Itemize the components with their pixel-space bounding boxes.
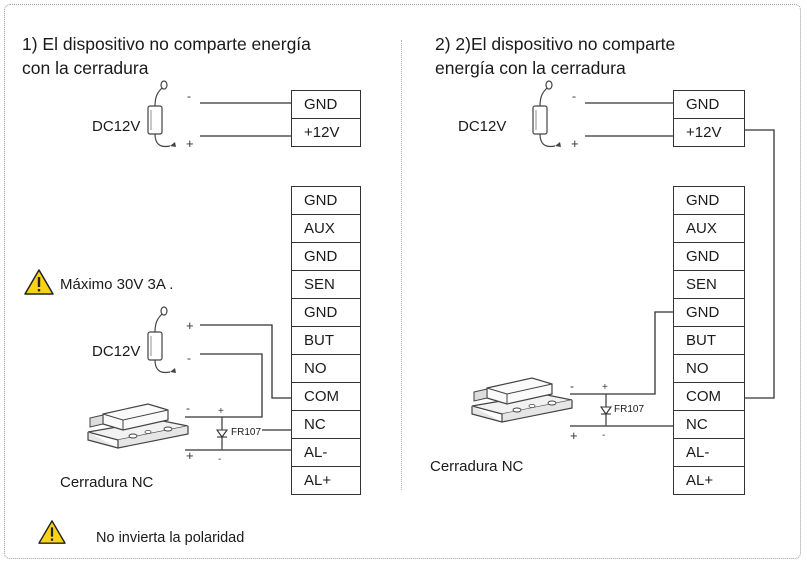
panel1-terminal-12v: +12V [292,119,360,147]
svg-text:-: - [218,454,221,465]
svg-text:+: + [186,136,194,151]
panel1-lock [87,403,189,449]
panel2-terminal: BUT [674,327,744,355]
panel2-diode-label: FR107 [614,404,645,415]
panel2-terminal: GND [674,243,744,271]
panel1-diode-label: FR107 [231,427,262,438]
panel1-top-adapter [147,80,177,148]
panel1-main-terminal-block: GND AUX GND SEN GND BUT NO COM NC AL- AL… [291,186,361,495]
svg-text:-: - [186,401,190,415]
panel1-terminal: NO [292,355,360,383]
panel2-lock [471,377,573,423]
panel1-terminal: AL+ [292,467,360,495]
footer-warning-triangle-icon [37,519,67,550]
panel1-terminal: COM [292,383,360,411]
panel1-terminal-gnd: GND [292,91,360,119]
panel1-diode [216,418,228,448]
panel2-title-line1: 2) 2)El dispositivo no comparte [435,34,676,54]
svg-text:+: + [186,448,194,463]
panel1-bottom-adapter [147,306,177,374]
panel1-terminal: NC [292,411,360,439]
panel2-terminal: NC [674,411,744,439]
panel1-power-terminal-block: GND +12V [291,90,361,147]
panel-divider [401,40,402,490]
panel2-main-terminal-block: GND AUX GND SEN GND BUT NO COM NC AL- AL… [673,186,745,495]
panel1-title-line1: 1) El dispositivo no comparte energía [22,34,311,54]
panel1-title-line2: con la cerradura [22,58,149,78]
panel2-title-line2: energía con la cerradura [435,58,626,78]
panel2-terminal: NO [674,355,744,383]
panel2-terminal: AUX [674,215,744,243]
panel1-lock-label: Cerradura NC [60,474,154,491]
svg-text:+: + [602,382,608,393]
panel2-power-terminal-block: GND +12V [673,90,745,147]
panel2-terminal: AL- [674,439,744,467]
panel2-terminal: SEN [674,271,744,299]
panel2-terminal: AL+ [674,467,744,495]
panel2-dc-top-label: DC12V [458,118,507,135]
svg-text:+: + [570,428,578,443]
svg-text:-: - [187,89,191,103]
panel1-dc-top-label: DC12V [92,118,141,135]
svg-text:-: - [570,379,574,393]
panel1-terminal: SEN [292,271,360,299]
panel1-terminal: GND [292,299,360,327]
svg-text:+: + [218,406,224,417]
panel2-terminal: GND [674,187,744,215]
polarity-note: No invierta la polaridad [96,530,245,546]
panel1-dc-bottom-label: DC12V [92,343,141,360]
panel2-title: 2) 2)El dispositivo no comparte energía … [435,32,675,80]
svg-text:+: + [571,136,579,151]
panel1-terminal: BUT [292,327,360,355]
diagram-frame [4,4,801,559]
svg-text:-: - [602,430,605,441]
panel1-terminal: GND [292,187,360,215]
panel1-warning-text: Máximo 30V 3A . [60,276,174,293]
panel1-terminal: AL- [292,439,360,467]
panel2-terminal-12v: +12V [674,119,744,147]
panel2-terminal: COM [674,383,744,411]
svg-text:-: - [572,89,576,103]
panel1-terminal: AUX [292,215,360,243]
panel2-lock-label: Cerradura NC [430,458,524,475]
warning-triangle-icon [23,268,55,301]
panel2-top-adapter [532,80,562,148]
panel2-terminal-gnd: GND [674,91,744,119]
panel1-terminal: GND [292,243,360,271]
panel1-title: 1) El dispositivo no comparte energía co… [22,32,311,80]
svg-text:-: - [187,351,191,365]
panel2-diode [600,395,612,425]
panel2-terminal: GND [674,299,744,327]
svg-text:+: + [186,318,194,333]
